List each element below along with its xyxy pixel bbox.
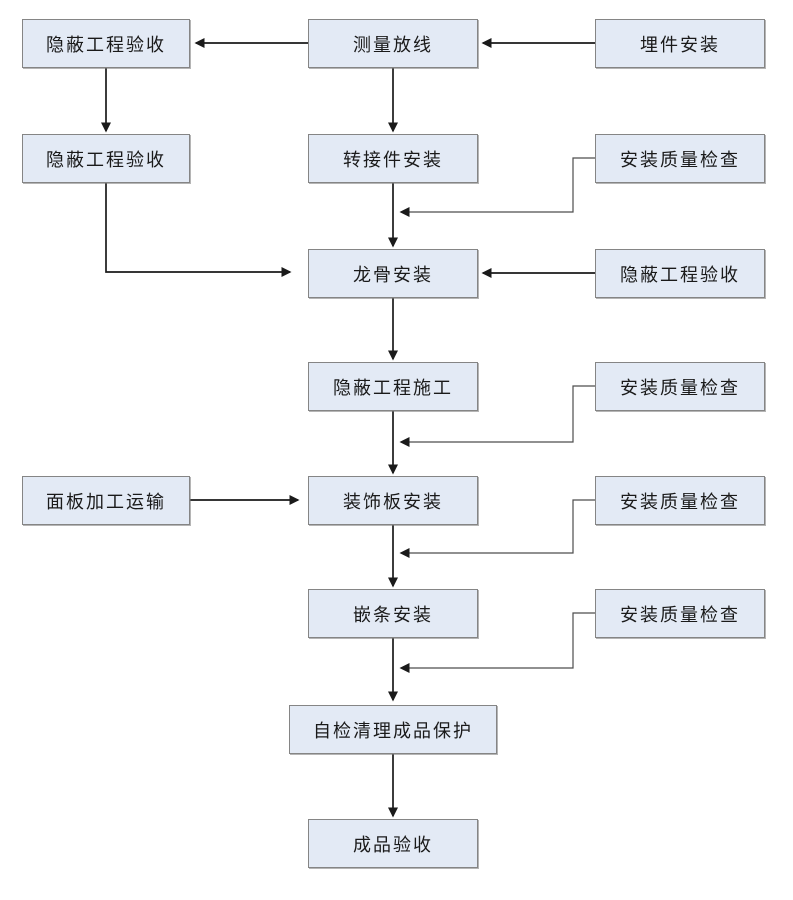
node-label: 隐蔽工程验收 <box>620 264 740 285</box>
node-label: 测量放线 <box>353 34 433 55</box>
node-label: 面板加工运输 <box>46 491 166 512</box>
node-quality-check-4: 安装质量检查 <box>595 589 765 638</box>
node-hidden-acceptance-1: 隐蔽工程验收 <box>22 19 190 68</box>
node-survey: 测量放线 <box>308 19 478 68</box>
node-self-check-protect: 自检清理成品保护 <box>289 705 497 754</box>
node-quality-check-1: 安装质量检查 <box>595 134 765 183</box>
node-hidden-acceptance-2: 隐蔽工程验收 <box>22 134 190 183</box>
node-label: 龙骨安装 <box>353 264 433 285</box>
node-label: 安装质量检查 <box>620 491 740 512</box>
node-hidden-acceptance-3: 隐蔽工程验收 <box>595 249 765 298</box>
arrow-hidden-acceptance-2-to-keel-install <box>105 183 292 277</box>
node-label: 隐蔽工程验收 <box>46 34 166 55</box>
node-label: 埋件安装 <box>640 34 720 55</box>
node-label: 安装质量检查 <box>620 149 740 170</box>
node-label: 隐蔽工程验收 <box>46 149 166 170</box>
node-label: 隐蔽工程施工 <box>333 377 453 398</box>
node-keel-install: 龙骨安装 <box>308 249 478 298</box>
node-label: 嵌条安装 <box>353 604 433 625</box>
node-panel-install: 装饰板安装 <box>308 476 478 525</box>
node-label: 自检清理成品保护 <box>313 720 473 741</box>
node-label: 转接件安装 <box>343 149 443 170</box>
node-final-acceptance: 成品验收 <box>308 819 478 868</box>
node-label: 安装质量检查 <box>620 377 740 398</box>
node-label: 安装质量检查 <box>620 604 740 625</box>
node-panel-transport: 面板加工运输 <box>22 476 190 525</box>
node-embed-install: 埋件安装 <box>595 19 765 68</box>
node-trim-install: 嵌条安装 <box>308 589 478 638</box>
node-label: 装饰板安装 <box>343 491 443 512</box>
node-adapter-install: 转接件安装 <box>308 134 478 183</box>
node-label: 成品验收 <box>353 834 433 855</box>
node-hidden-works: 隐蔽工程施工 <box>308 362 478 411</box>
node-quality-check-3: 安装质量检查 <box>595 476 765 525</box>
node-quality-check-2: 安装质量检查 <box>595 362 765 411</box>
